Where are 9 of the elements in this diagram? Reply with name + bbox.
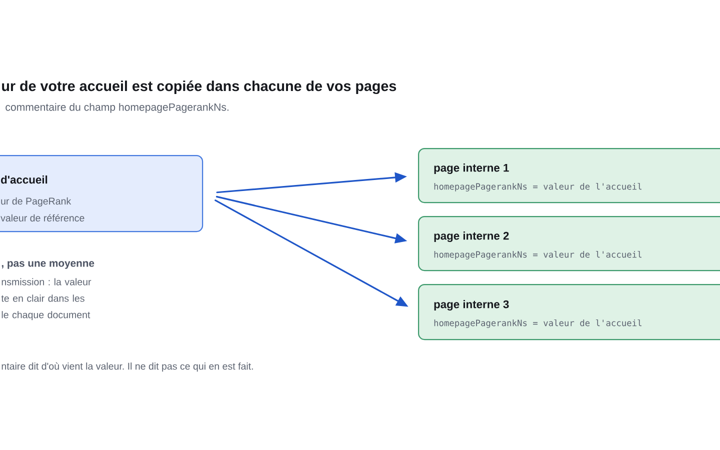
page-box: page interne 3 homepagePagerankNs = valeur de l'accueil <box>418 284 720 340</box>
note-heading: , pas une moyenne <box>2 261 94 269</box>
title: ur de votre accueil est copiée dans chacune de vos pages <box>2 80 396 94</box>
note-text: nsmission : la valeur te en clair dans les le chaque document <box>1 278 92 320</box>
source-box: d'accueil ur de PageRank valeur de référence <box>0 155 204 232</box>
page-box: page interne 1 homepagePagerankNs = valeur de l'accueil <box>418 148 720 204</box>
footnote: ntaire dit d'où vient la valeur. Il ne dit pas ce qui en est fait. <box>2 362 253 372</box>
page-box: page interne 2 homepagePagerankNs = valeur de l'accueil <box>418 216 720 272</box>
subtitle: commentaire du champ homepagePagerankNs. <box>6 103 228 113</box>
